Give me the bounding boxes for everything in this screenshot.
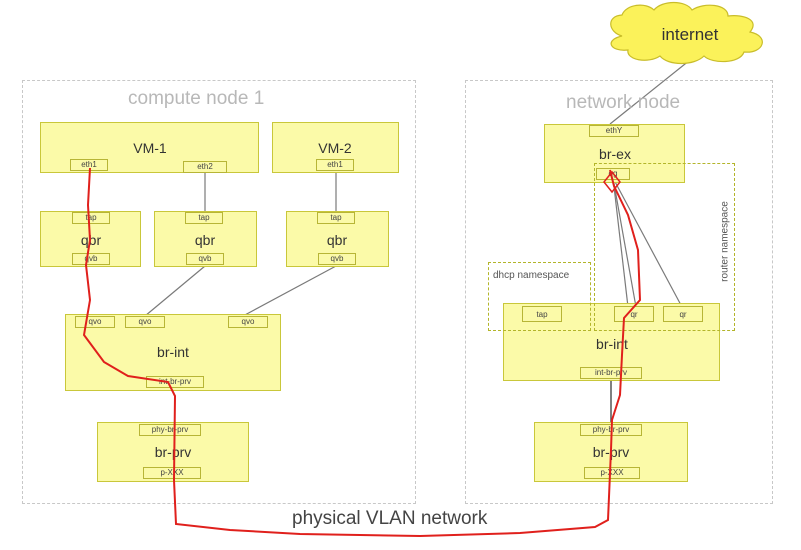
- cloud-label: internet: [661, 25, 719, 44]
- compute-br-prv-label: br-prv: [154, 444, 192, 460]
- compute-node-title: compute node 1: [128, 88, 265, 109]
- vm2-label: VM-2: [318, 140, 352, 156]
- br-ex-ethy-port[interactable]: ethY: [589, 125, 639, 137]
- compute-br-prv-p-xxx-port[interactable]: p-XXX: [143, 467, 201, 479]
- router-namespace-box: [594, 163, 735, 331]
- qbr1-qvb-port[interactable]: qvb: [72, 253, 110, 265]
- compute-br-prv-phy-br-prv-port[interactable]: phy-br-prv: [139, 424, 201, 436]
- compute-br-int-qvo3-port[interactable]: qvo: [228, 316, 268, 328]
- vm1-label: VM-1: [133, 140, 167, 156]
- network-node-title: network node: [566, 92, 681, 113]
- network-br-int-qr2-port[interactable]: qr: [663, 306, 703, 322]
- qbr3-tap-port[interactable]: tap: [317, 212, 355, 224]
- compute-br-int-label: br-int: [157, 344, 189, 360]
- qbr1-tap-port[interactable]: tap: [72, 212, 110, 224]
- qbr2-qvb-port[interactable]: qvb: [186, 253, 224, 265]
- qbr2-tap-port[interactable]: tap: [185, 212, 223, 224]
- network-br-int-label: br-int: [596, 336, 628, 352]
- network-br-int-int-br-prv-port[interactable]: int-br-prv: [580, 367, 642, 379]
- network-br-int-tap-port[interactable]: tap: [522, 306, 562, 322]
- network-br-prv-p-xxx-port[interactable]: p-XXX: [584, 467, 640, 479]
- physical-vlan-network-label: physical VLAN network: [290, 508, 490, 530]
- qbr3-label: qbr: [326, 232, 348, 248]
- qbr3-qvb-port[interactable]: qvb: [318, 253, 356, 265]
- compute-node-area: [22, 80, 416, 504]
- vm1-eth2-port[interactable]: eth2: [183, 161, 227, 173]
- compute-br-int-qvo2-port[interactable]: qvo: [125, 316, 165, 328]
- br-ex-label: br-ex: [599, 146, 631, 162]
- dhcp-namespace-label: dhcp namespace: [493, 270, 570, 281]
- qbr2-label: qbr: [194, 232, 216, 248]
- vm2-eth1-port[interactable]: eth1: [316, 159, 354, 171]
- dhcp-namespace-box: [488, 262, 591, 331]
- network-node-area: [465, 80, 773, 504]
- compute-br-int-int-br-prv-port[interactable]: int-br-prv: [146, 376, 204, 388]
